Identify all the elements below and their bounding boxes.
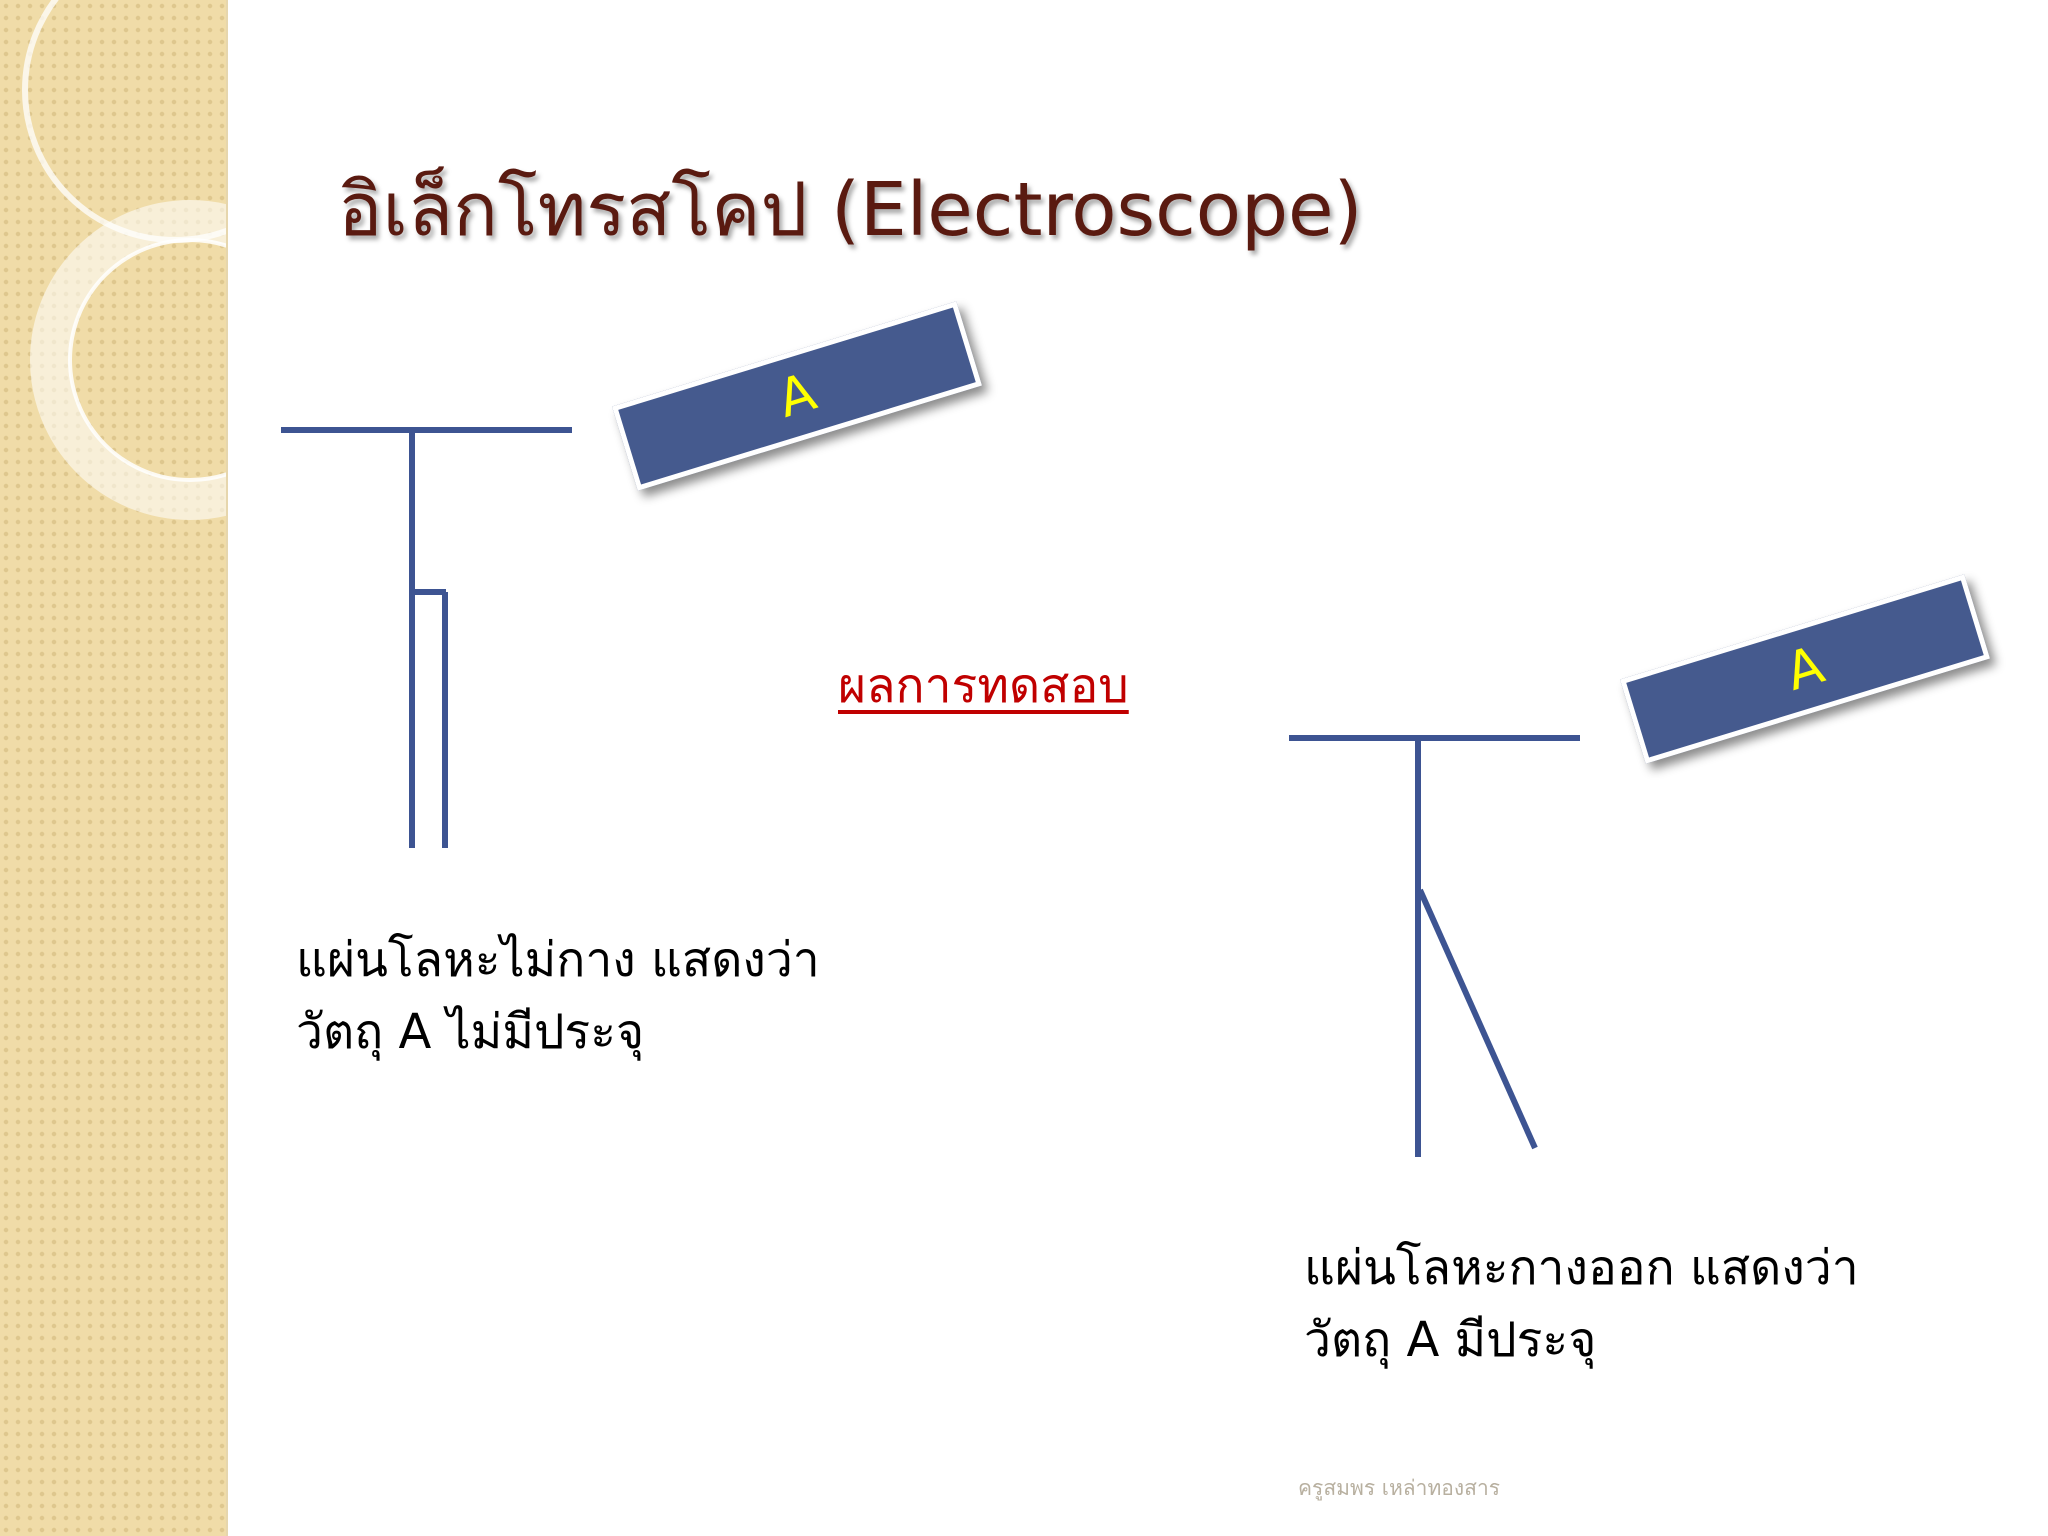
caption-right-line1: แผ่นโลหะกางออก แสดงว่า	[1304, 1240, 1859, 1296]
electroscope-left	[281, 427, 572, 848]
rod-label-left: A	[771, 362, 823, 430]
decorative-rings	[22, 0, 226, 520]
footer-author: ครูสมพร เหล่าทองสาร	[1298, 1476, 1501, 1500]
caption-left: แผ่นโลหะไม่กาง แสดงว่า วัตถุ A ไม่มีประจ…	[296, 924, 820, 1068]
rod-label-right: A	[1779, 635, 1831, 703]
decorative-side-panel	[0, 0, 228, 1536]
caption-right: แผ่นโลหะกางออก แสดงว่า วัตถุ A มีประจุ	[1304, 1232, 1859, 1376]
caption-left-line1: แผ่นโลหะไม่กาง แสดงว่า	[296, 932, 820, 988]
result-heading: ผลการทดสอบ	[838, 658, 1129, 714]
slide-title: อิเล็กโทรสโคป (Electroscope)	[338, 167, 1363, 253]
caption-left-line2: วัตถุ A ไม่มีประจุ	[296, 1004, 645, 1060]
caption-right-line2: วัตถุ A มีประจุ	[1304, 1312, 1597, 1368]
electroscope-right	[1289, 735, 1580, 1157]
electroscope-right-leaf	[1417, 888, 1538, 1150]
